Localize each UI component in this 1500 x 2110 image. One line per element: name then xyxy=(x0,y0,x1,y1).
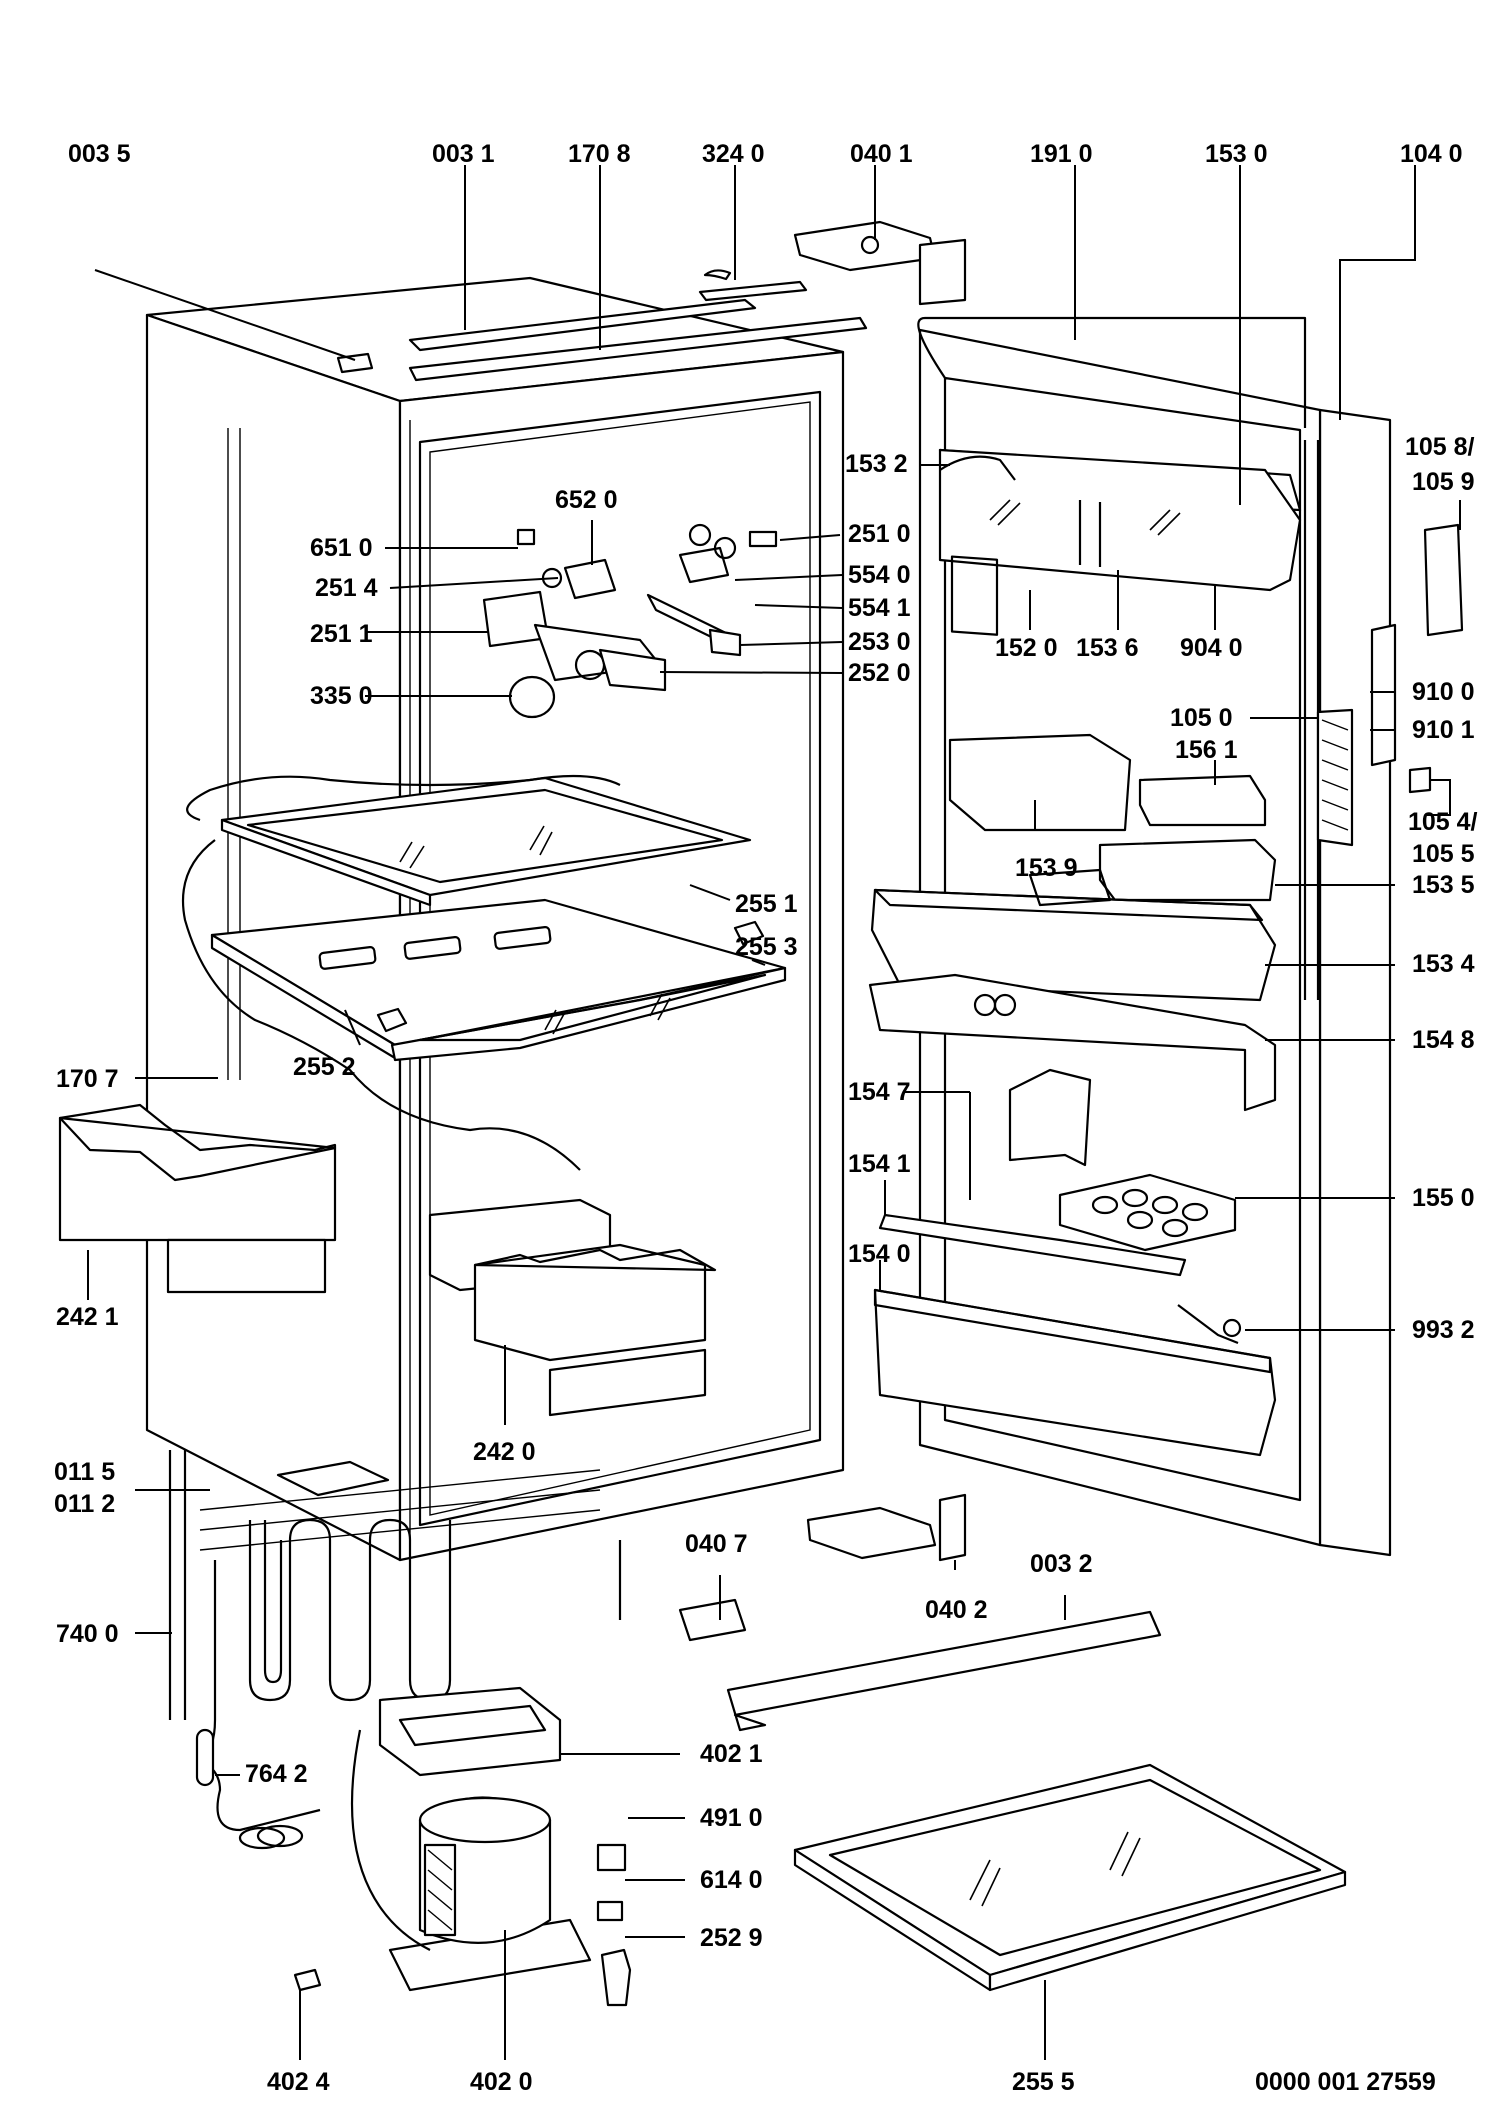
door-bin-large xyxy=(870,868,1277,1002)
label-252-0: 252 0 xyxy=(848,659,911,687)
label-156-1: 156 1 xyxy=(1175,736,1238,764)
compressor-bracket xyxy=(378,1686,562,1777)
label-003-2: 003 2 xyxy=(1030,1550,1093,1578)
label-253-0: 253 0 xyxy=(848,628,911,656)
label-242-0: 242 0 xyxy=(473,1438,536,1466)
label-491-0: 491 0 xyxy=(700,1804,763,1832)
label-652-0: 652 0 xyxy=(555,486,618,514)
glass-shelf-upper xyxy=(181,774,752,1171)
label-153-9: 153 9 xyxy=(1015,854,1078,882)
label-154-1: 154 1 xyxy=(848,1150,911,1178)
condenser-coils xyxy=(168,1450,622,1720)
label-011-2: 011 2 xyxy=(54,1490,115,1518)
label-040-2: 040 2 xyxy=(925,1596,988,1624)
door-bin-bottom xyxy=(873,1288,1277,1457)
label-251-4: 251 4 xyxy=(315,574,378,602)
label-255-2: 255 2 xyxy=(293,1053,356,1081)
top-rail-parts xyxy=(408,269,868,382)
label-040-7: 040 7 xyxy=(685,1530,748,1558)
label-554-0: 554 0 xyxy=(848,561,911,589)
label-040-1: 040 1 xyxy=(850,140,913,168)
label-154-0: 154 0 xyxy=(848,1240,911,1268)
leader-lines xyxy=(87,165,1461,2060)
label-105-4: 105 4/ xyxy=(1408,808,1478,836)
plinth-rail xyxy=(726,1610,1162,1732)
label-910-1: 910 1 xyxy=(1412,716,1475,744)
drawing-number: 0000 001 27559 xyxy=(1255,2068,1436,2096)
door-small-box xyxy=(1008,1068,1237,1252)
label-153-2: 153 2 xyxy=(845,450,908,478)
dairy-compartment xyxy=(938,448,1302,636)
label-170-8: 170 8 xyxy=(568,140,631,168)
glass-shelf-middle xyxy=(210,898,787,1062)
capillary-tube xyxy=(195,1560,321,1850)
top-hinge-part xyxy=(793,220,967,306)
label-011-5: 011 5 xyxy=(54,1458,115,1486)
label-614-0: 614 0 xyxy=(700,1866,763,1894)
label-105-5: 105 5 xyxy=(1412,840,1475,868)
label-242-1: 242 1 xyxy=(56,1303,119,1331)
corner-bracket xyxy=(336,352,374,374)
door-shelf-rail xyxy=(868,973,1277,1112)
label-255-3: 255 3 xyxy=(735,933,798,961)
label-105-0: 105 0 xyxy=(1170,704,1233,732)
bottom-hinge-part xyxy=(678,1493,967,1642)
label-153-4: 153 4 xyxy=(1412,950,1475,978)
label-255-5: 255 5 xyxy=(1012,2068,1075,2096)
label-740-0: 740 0 xyxy=(56,1620,119,1648)
label-153-6: 153 6 xyxy=(1076,634,1139,662)
label-255-1: 255 1 xyxy=(735,890,798,918)
label-105-8: 105 8/ xyxy=(1405,433,1475,461)
label-154-7: 154 7 xyxy=(848,1078,911,1106)
glass-shelf-bottom xyxy=(793,1763,1347,1992)
door-bin-egg xyxy=(948,733,1277,902)
label-003-5: 003 5 xyxy=(68,140,131,168)
label-335-0: 335 0 xyxy=(310,682,373,710)
label-402-1: 402 1 xyxy=(700,1740,763,1768)
label-910-0: 910 0 xyxy=(1412,678,1475,706)
label-764-2: 764 2 xyxy=(245,1760,308,1788)
label-105-9: 105 9 xyxy=(1412,468,1475,496)
crisper-drawer-inner xyxy=(428,1198,717,1417)
door-bottle-rail xyxy=(878,1213,1187,1277)
label-154-8: 154 8 xyxy=(1412,1026,1475,1054)
small-parts-bottom xyxy=(276,1460,632,2007)
label-402-0: 402 0 xyxy=(470,2068,533,2096)
label-251-1: 251 1 xyxy=(310,620,373,648)
thermostat-lamp-assembly xyxy=(482,523,778,719)
crisper-drawer-outer xyxy=(58,1103,337,1294)
label-104-0: 104 0 xyxy=(1400,140,1463,168)
part-labels: 003 5 003 1 170 8 324 0 040 1 191 0 153 … xyxy=(54,140,1478,2096)
label-251-0: 251 0 xyxy=(848,520,911,548)
label-153-5: 153 5 xyxy=(1412,871,1475,899)
label-554-1: 554 1 xyxy=(848,594,911,622)
label-003-1: 003 1 xyxy=(432,140,495,168)
door-gasket-strip xyxy=(1316,708,1354,847)
label-152-0: 152 0 xyxy=(995,634,1058,662)
label-153-0: 153 0 xyxy=(1205,140,1268,168)
label-993-2: 993 2 xyxy=(1412,1316,1475,1344)
label-402-4: 402 4 xyxy=(267,2068,330,2096)
label-191-0: 191 0 xyxy=(1030,140,1093,168)
compressor xyxy=(350,1729,592,1992)
label-904-0: 904 0 xyxy=(1180,634,1243,662)
label-170-7: 170 7 xyxy=(56,1065,119,1093)
label-252-9: 252 9 xyxy=(700,1924,763,1952)
label-155-0: 155 0 xyxy=(1412,1184,1475,1212)
label-651-0: 651 0 xyxy=(310,534,373,562)
label-324-0: 324 0 xyxy=(702,140,765,168)
